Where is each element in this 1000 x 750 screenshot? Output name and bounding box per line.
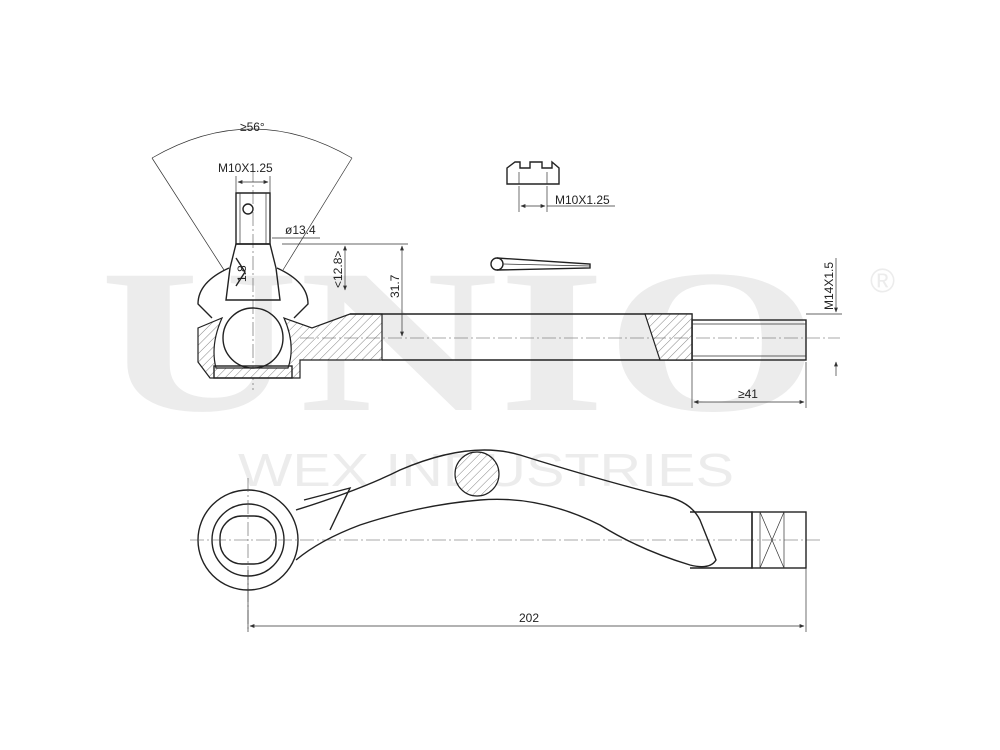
castle-nut [506,160,615,212]
cotter-hole [242,203,254,215]
threaded-end [691,319,807,361]
angle-label: ≥56° [240,120,265,134]
dust-boot-right [276,267,309,319]
socket-housing [197,313,383,379]
taper-stud [225,243,281,301]
cotter-pin [490,257,591,271]
ball-height-label: 31.7 [388,274,402,298]
ball-joint [222,307,284,369]
stud-diameter-label: ø13.4 [285,223,316,237]
watermark-brand: UNIO [100,228,820,455]
stud-thread-label: M10X1.25 [218,161,273,175]
arm-body [295,449,717,568]
taper-label: 1.8 [235,265,249,282]
angle-arc [151,128,353,159]
shank-thread-label: M14X1.5 [822,262,836,310]
side-view [151,128,842,408]
watermark-registered: ® [870,262,895,300]
dust-boot-left [197,267,230,319]
stud-height-label: <12.8> [331,251,345,288]
nut-thread-label: M10X1.25 [555,193,610,207]
dimension-labels: ≥56° M10X1.25 ø13.4 1.8 <12.8> 31.7 M10X… [218,120,836,625]
end-hex [751,511,807,569]
angle-leg-left [151,157,225,271]
overall-length-label: 202 [519,611,539,625]
watermark: UNIO ® WEX INDUSTRIES [100,228,895,496]
bottom-plug [213,365,293,379]
arm-section [454,451,500,497]
arm-transition [303,486,352,531]
plan-view [190,449,820,632]
angle-leg-right [282,157,353,271]
thread-length-label: ≥41 [738,387,758,401]
taper-mark [235,257,246,287]
